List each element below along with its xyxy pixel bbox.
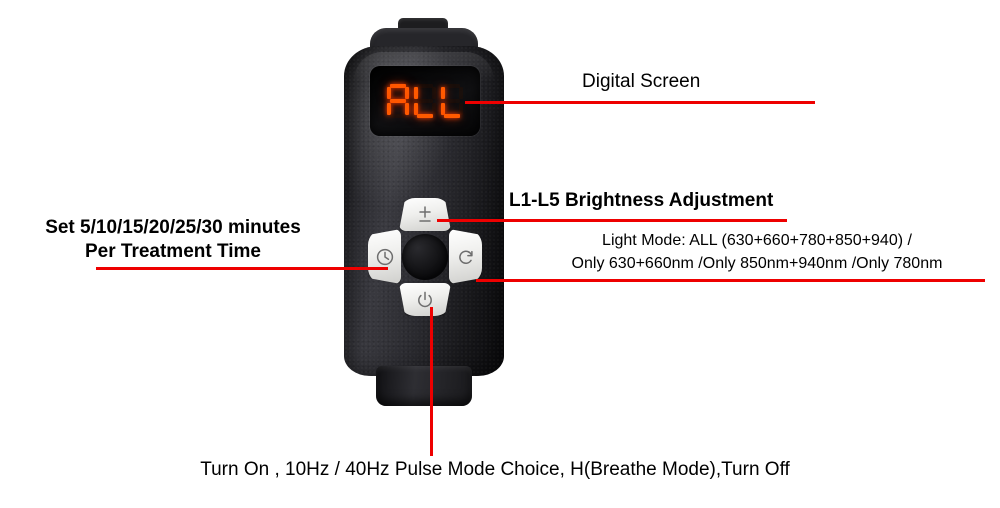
control-pad — [368, 198, 482, 316]
power-button[interactable] — [399, 283, 451, 316]
label-treatment-time-line1: Set 5/10/15/20/25/30 minutes — [45, 217, 301, 238]
leader-line-light-mode — [476, 279, 985, 282]
label-treatment-time-line2: Per Treatment Time — [84, 240, 261, 262]
brightness-button[interactable] — [399, 198, 451, 231]
plus-minus-brightness-icon — [414, 205, 436, 225]
leader-line-timer — [96, 267, 388, 270]
seven-segment-readout — [387, 84, 463, 118]
segment-digit-l2 — [441, 84, 463, 118]
device-bottom-neck — [376, 366, 472, 406]
leader-line-brightness — [437, 219, 787, 222]
clock-icon — [375, 247, 395, 267]
control-pad-center — [402, 234, 448, 280]
light-mode-button[interactable] — [449, 229, 482, 284]
segment-digit-a — [387, 84, 409, 118]
label-digital-screen: Digital Screen — [582, 71, 701, 92]
timer-button[interactable] — [368, 229, 401, 284]
segment-digit-l1 — [414, 84, 436, 118]
power-icon — [415, 290, 435, 310]
label-light-mode: Light Mode: ALL (630+660+780+850+940) / … — [518, 229, 996, 275]
digital-screen — [370, 66, 480, 136]
leader-line-digital-screen — [465, 101, 815, 104]
label-treatment-time: Set 5/10/15/20/25/30 minutes Per Treatme… — [13, 216, 333, 264]
cycle-arrow-icon — [456, 247, 476, 267]
leader-line-power — [430, 307, 433, 456]
label-power-modes: Turn On , 10Hz / 40Hz Pulse Mode Choice,… — [200, 459, 790, 480]
therapy-device — [340, 18, 508, 410]
label-light-mode-line1: Light Mode: ALL (630+660+780+850+940) / — [602, 232, 912, 249]
label-brightness-adjustment: L1-L5 Brightness Adjustment — [509, 190, 774, 211]
label-light-mode-line2: Only 630+660nm /Only 850nm+940nm /Only 7… — [571, 255, 943, 273]
